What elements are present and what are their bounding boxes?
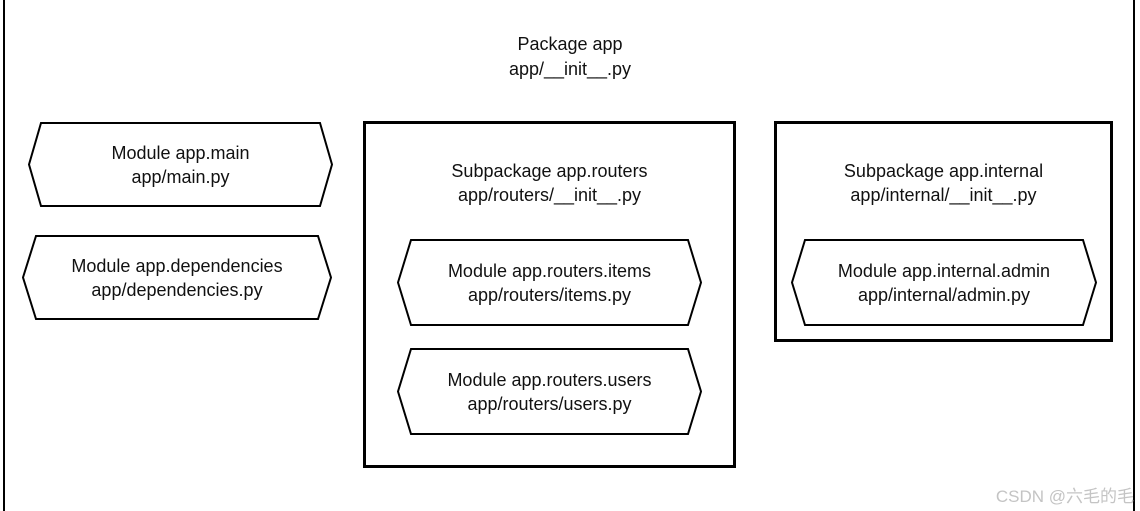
watermark: CSDN @六毛的毛 <box>995 487 1134 506</box>
subpackage-routers-path: app/routers/__init__.py <box>457 185 642 205</box>
package-name: Package app <box>517 34 623 54</box>
module-dependencies-node: Module app.dependencies app/dependencies… <box>21 235 333 320</box>
module-internal-admin-path: app/internal/admin.py <box>857 284 1031 305</box>
module-main-name: Module app.main <box>111 142 250 163</box>
subpackage-internal-path: app/internal/__init__.py <box>850 185 1037 205</box>
module-routers-items-node: Module app.routers.items app/routers/ite… <box>396 239 703 326</box>
subpackage-internal-name: Subpackage app.internal <box>843 161 1044 181</box>
module-internal-admin-name: Module app.internal.admin <box>837 260 1051 281</box>
subpackage-routers-name: Subpackage app.routers <box>451 161 648 181</box>
package-path: app/__init__.py <box>508 59 632 79</box>
package-app-label: Package app app/__init__.py <box>440 32 700 82</box>
module-main-path: app/main.py <box>131 166 230 187</box>
hexagon-shape <box>27 122 334 207</box>
module-dependencies-path: app/dependencies.py <box>91 279 263 300</box>
module-routers-items-name: Module app.routers.items <box>447 260 652 281</box>
hexagon-shape <box>396 348 703 435</box>
module-routers-users-path: app/routers/users.py <box>467 393 632 414</box>
hexagon-shape <box>790 239 1098 326</box>
hexagon-shape <box>21 235 333 320</box>
module-routers-users-node: Module app.routers.users app/routers/use… <box>396 348 703 435</box>
module-internal-admin-node: Module app.internal.admin app/internal/a… <box>790 239 1098 326</box>
module-dependencies-name: Module app.dependencies <box>71 255 283 276</box>
module-routers-users-name: Module app.routers.users <box>447 369 652 390</box>
package-app-frame <box>3 0 1135 511</box>
module-routers-items-path: app/routers/items.py <box>467 284 632 305</box>
hexagon-shape <box>396 239 703 326</box>
module-main-node: Module app.main app/main.py <box>27 122 334 207</box>
